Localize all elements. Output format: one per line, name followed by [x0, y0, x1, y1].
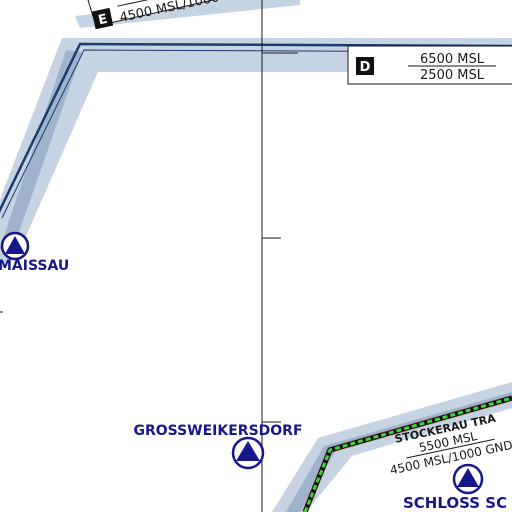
class-e-badge-icon	[91, 7, 114, 30]
airspace-box-d[interactable]: D 6500 MSL 2500 MSL	[347, 45, 512, 85]
airspace-boundary-buffer-top	[75, 0, 300, 28]
reporting-point-maissau[interactable]: MAISSAU	[0, 231, 69, 274]
class-d-badge-icon	[356, 57, 374, 75]
class-d-letter: D	[360, 60, 371, 75]
airspace-boundary-line	[0, 42, 512, 213]
airspace-boundary-buffer-inner	[0, 50, 82, 258]
tra-boundary-green-dashes	[303, 396, 512, 512]
reporting-point-schloss[interactable]: SCHLOSS SC	[403, 463, 507, 512]
class-e-letter: E	[97, 12, 109, 29]
reporting-point-label: MAISSAU	[0, 258, 69, 274]
class-d-upper-limit: 6500 MSL	[420, 52, 485, 67]
reporting-point-label: SCHLOSS SC	[403, 494, 507, 512]
class-d-lower-limit: 2500 MSL	[420, 68, 485, 83]
reporting-point-label: GROSSWEIKERSDORF	[133, 423, 302, 439]
reporting-point-grossweikersdorf[interactable]: GROSSWEIKERSDORF	[133, 423, 303, 470]
